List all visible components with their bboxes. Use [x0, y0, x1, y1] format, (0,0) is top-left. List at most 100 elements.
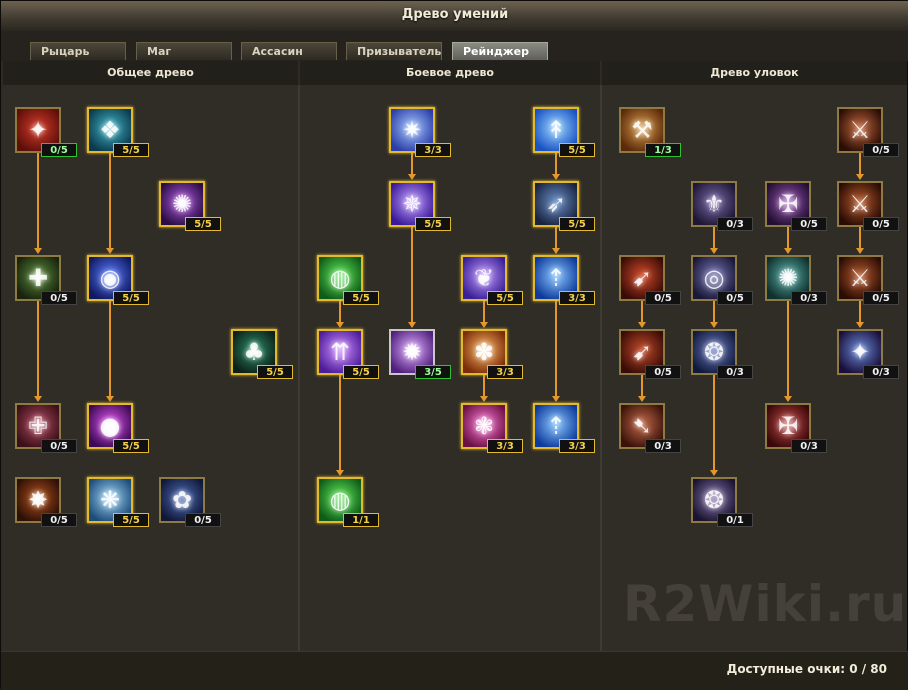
crimson-spear-icon: ➹: [631, 264, 653, 292]
skill-slot[interactable]: ◍: [317, 255, 363, 301]
skill-level-badge: 1/1: [343, 513, 379, 527]
white-tree-icon: ❦: [473, 264, 495, 292]
skill-slot[interactable]: ❂: [691, 329, 737, 375]
holy-cross-icon: ✚: [27, 264, 49, 292]
skill-level-badge: 0/5: [863, 291, 899, 305]
crimson-spear-icon: ➹: [631, 338, 653, 366]
skill-level-badge: 0/5: [41, 513, 77, 527]
skill-connector: [713, 375, 715, 471]
skill-connector: [859, 301, 861, 323]
skill-level-badge: 5/5: [113, 439, 149, 453]
connector-arrowhead: [34, 248, 42, 254]
skill-level-badge: 5/5: [113, 513, 149, 527]
skill-connector: [555, 153, 557, 175]
skill-level-badge: 3/3: [415, 143, 451, 157]
purple-burst-icon: ✹: [401, 338, 423, 366]
watermark: R2Wiki.ru: [623, 575, 908, 633]
skill-slot[interactable]: ✚: [15, 255, 61, 301]
skill-level-badge: 5/5: [113, 291, 149, 305]
arrow-up-icon: ⇡: [545, 412, 567, 440]
teal-vortex-icon: ✺: [777, 264, 799, 292]
flame-rune-icon: ✸: [27, 486, 49, 514]
skill-level-badge: 3/3: [487, 365, 523, 379]
skill-connector: [339, 375, 341, 471]
connector-arrowhead: [34, 396, 42, 402]
arcane-figure-icon: ✺: [171, 190, 193, 218]
skill-level-badge: 3/3: [559, 439, 595, 453]
skill-connector: [109, 153, 111, 249]
cosmic-orb-icon: ✦: [849, 338, 871, 366]
connector-arrowhead: [856, 174, 864, 180]
skill-connector: [787, 301, 789, 397]
skill-slot[interactable]: ➶: [533, 181, 579, 227]
red-sigil-icon: ✠: [777, 412, 799, 440]
connector-arrowhead: [106, 248, 114, 254]
connector-arrowhead: [106, 396, 114, 402]
connector-arrowhead: [408, 322, 416, 328]
drill-icon: ⚒: [631, 116, 653, 144]
skill-level-badge: 5/5: [559, 143, 595, 157]
connector-arrowhead: [638, 322, 646, 328]
connector-arrowhead: [856, 248, 864, 254]
violet-orb-icon: ●: [99, 412, 121, 440]
skill-level-badge: 0/5: [41, 143, 77, 157]
connector-arrowhead: [784, 396, 792, 402]
skill-connector: [483, 375, 485, 397]
skill-level-badge: 5/5: [343, 365, 379, 379]
skill-connector: [859, 153, 861, 175]
connector-arrowhead: [552, 396, 560, 402]
skill-slot[interactable]: ✽: [461, 329, 507, 375]
connector-arrowhead: [336, 470, 344, 476]
tab-ranger[interactable]: Рейнджер: [452, 42, 548, 60]
skill-connector: [109, 301, 111, 397]
skill-slot[interactable]: ●: [87, 403, 133, 449]
connector-arrowhead: [552, 174, 560, 180]
tab-mage[interactable]: Маг: [136, 42, 232, 60]
skill-level-badge: 5/5: [415, 217, 451, 231]
skill-level-badge: 0/3: [717, 365, 753, 379]
connector-arrowhead: [856, 322, 864, 328]
skill-level-badge: 0/5: [645, 291, 681, 305]
skill-slot[interactable]: ✸: [15, 477, 61, 523]
tab-summoner[interactable]: Призыватель: [346, 42, 442, 60]
skill-level-badge: 5/5: [185, 217, 221, 231]
skill-connector: [555, 301, 557, 397]
connector-arrowhead: [480, 396, 488, 402]
spirit-figure-icon: ❖: [99, 116, 121, 144]
skill-connector: [339, 301, 341, 323]
skill-connector: [641, 301, 643, 323]
skill-connector: [483, 301, 485, 323]
ember-spear-icon: ➷: [631, 412, 653, 440]
column-title-tricks: Древо уловок: [602, 61, 907, 85]
connector-arrowhead: [710, 248, 718, 254]
blue-tree-icon: ✿: [171, 486, 193, 514]
skill-connector: [713, 227, 715, 249]
shadow-blade-icon: ⚔: [849, 116, 871, 144]
skill-slot[interactable]: ✦: [837, 329, 883, 375]
connector-arrowhead: [638, 396, 646, 402]
tab-knight[interactable]: Рыцарь: [30, 42, 126, 60]
eagle-icon: ➶: [545, 190, 567, 218]
purple-sigil-icon: ⚜: [703, 190, 725, 218]
skill-slot[interactable]: ❋: [87, 477, 133, 523]
skill-slot[interactable]: ✿: [159, 477, 205, 523]
skill-connector: [411, 153, 413, 175]
shadow-blade-icon: ⚔: [849, 264, 871, 292]
connector-arrowhead: [552, 248, 560, 254]
tab-assassin[interactable]: Ассасин: [241, 42, 337, 60]
light-rays-icon: ↟: [545, 116, 567, 144]
skill-level-badge: 0/5: [41, 291, 77, 305]
arrow-up-icon: ⇡: [545, 264, 567, 292]
skill-level-badge: 1/3: [645, 143, 681, 157]
column-title-combat: Боевое древо: [300, 61, 600, 85]
skill-level-badge: 0/1: [717, 513, 753, 527]
violet-sigil-icon: ✠: [777, 190, 799, 218]
dark-tree-icon: ❂: [703, 338, 725, 366]
witch-figure-icon: ♣: [243, 338, 265, 366]
frost-tree-icon: ❋: [99, 486, 121, 514]
skill-level-badge: 3/3: [559, 291, 595, 305]
skill-level-badge: 5/5: [257, 365, 293, 379]
connector-arrowhead: [784, 248, 792, 254]
skill-connector: [555, 227, 557, 249]
